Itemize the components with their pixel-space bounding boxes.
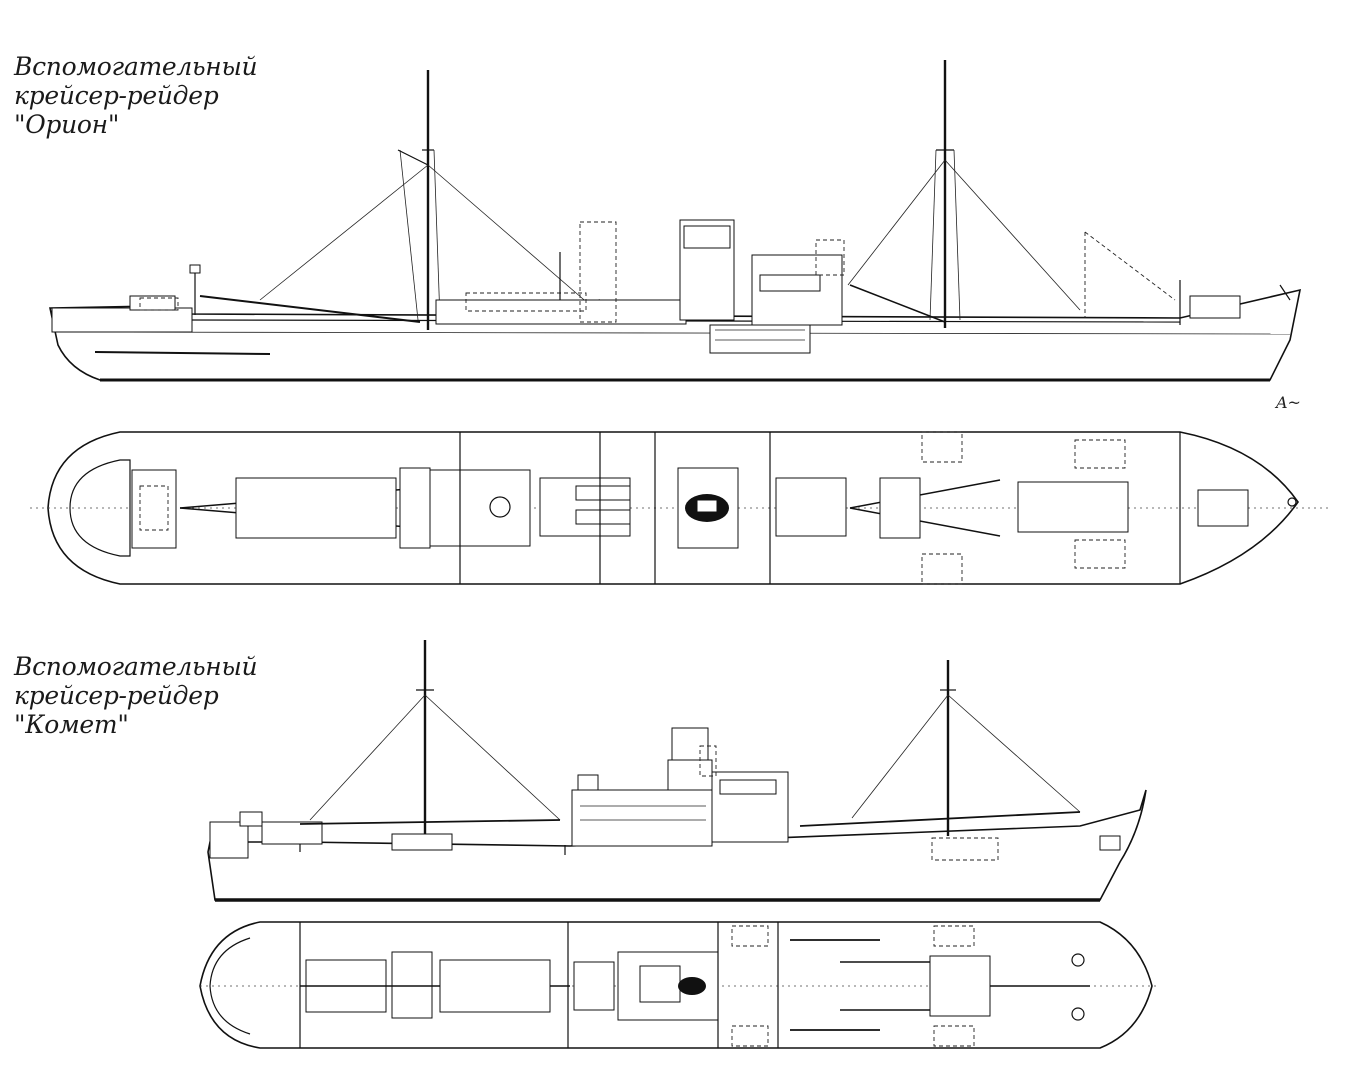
komet-deck-plan (199, 921, 1160, 1049)
orion-deck-plan (30, 431, 1330, 585)
komet-caption-line-1: Вспомогательный (14, 652, 258, 681)
orion-caption-line-2: крейсер-рейдер (14, 81, 219, 110)
orion-caption-line-3: "Орион" (14, 110, 120, 139)
orion-caption-line-1: Вспомогательный (14, 52, 258, 81)
orion-caption: Вспомогательный крейсер-рейдер "Орион" (14, 52, 258, 139)
komet-side-profile (207, 640, 1147, 902)
orion-signature: A~ (1274, 393, 1301, 412)
komet-caption-line-2: крейсер-рейдер (14, 681, 219, 710)
komet-caption-line-3: "Комет" (14, 710, 129, 739)
orion-side-profile: A~ (49, 60, 1302, 412)
komet-caption: Вспомогательный крейсер-рейдер "Комет" (14, 652, 258, 739)
